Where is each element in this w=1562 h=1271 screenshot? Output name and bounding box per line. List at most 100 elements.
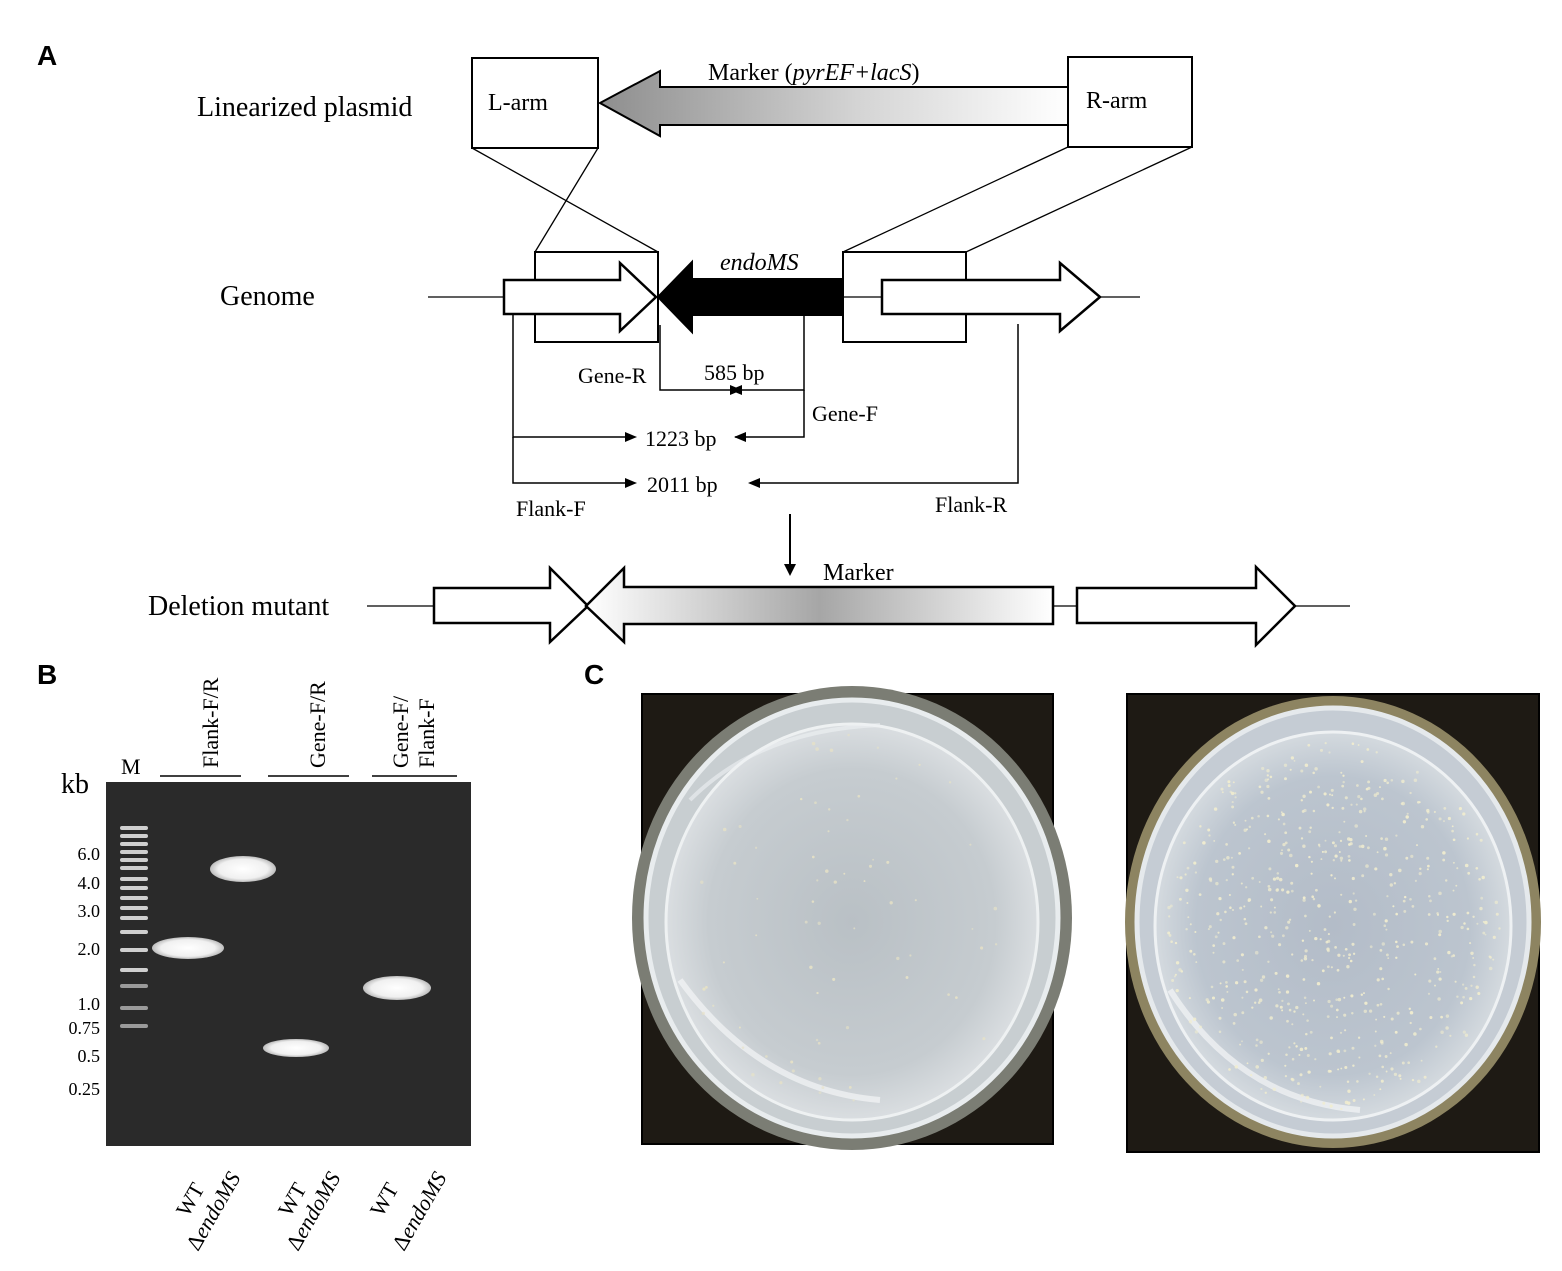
colony bbox=[1374, 867, 1378, 871]
colony bbox=[1275, 876, 1280, 880]
colony bbox=[1298, 826, 1302, 830]
colony bbox=[1300, 1100, 1303, 1103]
plasmid-l-arm-box bbox=[471, 57, 599, 149]
colony bbox=[1267, 797, 1271, 800]
colony bbox=[1462, 983, 1465, 986]
colony bbox=[1405, 856, 1409, 860]
colony bbox=[1344, 1100, 1349, 1105]
colony bbox=[1317, 843, 1321, 847]
colony bbox=[1383, 924, 1387, 928]
colony bbox=[1393, 1072, 1398, 1077]
colony bbox=[1308, 929, 1311, 932]
colony bbox=[1429, 899, 1432, 903]
colony bbox=[1360, 993, 1363, 996]
colony bbox=[1238, 852, 1241, 855]
colony bbox=[1466, 911, 1470, 915]
colony bbox=[1268, 867, 1272, 871]
colony bbox=[1219, 982, 1222, 985]
colony bbox=[1372, 912, 1376, 916]
colony bbox=[1175, 988, 1179, 993]
colony bbox=[1379, 1002, 1383, 1006]
colony bbox=[1353, 907, 1357, 911]
colony bbox=[1330, 966, 1333, 969]
colony bbox=[1185, 927, 1188, 931]
colony bbox=[1276, 872, 1280, 875]
colony bbox=[811, 900, 815, 903]
colony bbox=[1301, 809, 1305, 813]
colony bbox=[1450, 955, 1454, 958]
colony bbox=[1299, 1047, 1304, 1052]
colony bbox=[1286, 1019, 1289, 1023]
colony bbox=[947, 993, 950, 996]
colony bbox=[804, 920, 808, 924]
colony bbox=[1425, 818, 1429, 821]
colony bbox=[1309, 1030, 1313, 1034]
colony bbox=[1395, 834, 1398, 837]
colony bbox=[1320, 858, 1323, 861]
colony bbox=[1287, 848, 1291, 852]
colony bbox=[1293, 1010, 1296, 1013]
colony bbox=[751, 1073, 755, 1077]
colony bbox=[1309, 790, 1312, 794]
colony bbox=[1386, 895, 1389, 898]
colony bbox=[1202, 841, 1206, 845]
ladder-band bbox=[120, 930, 148, 934]
colony bbox=[1418, 872, 1422, 876]
colony bbox=[1290, 1077, 1294, 1081]
colony bbox=[1231, 805, 1235, 809]
colony bbox=[1445, 1026, 1449, 1030]
plate-photo-left bbox=[632, 686, 1072, 1150]
colony bbox=[1309, 826, 1312, 829]
colony bbox=[1427, 992, 1431, 995]
colony bbox=[872, 858, 875, 861]
colony bbox=[1222, 858, 1226, 861]
colony bbox=[1367, 786, 1371, 790]
colony bbox=[733, 861, 737, 865]
colony bbox=[918, 763, 921, 766]
colony bbox=[1239, 1043, 1242, 1046]
colony bbox=[738, 824, 742, 829]
colony bbox=[1373, 1094, 1376, 1096]
colony bbox=[1339, 839, 1343, 843]
colony bbox=[1443, 820, 1445, 823]
colony bbox=[1324, 839, 1327, 842]
colony bbox=[1385, 1070, 1388, 1073]
colony bbox=[1395, 940, 1398, 944]
colony bbox=[1333, 911, 1336, 914]
colony bbox=[1410, 854, 1414, 859]
colony bbox=[1414, 879, 1417, 882]
colony bbox=[1478, 877, 1481, 881]
colony bbox=[1251, 876, 1255, 880]
colony bbox=[1254, 1001, 1257, 1004]
colony bbox=[1328, 915, 1331, 918]
colony bbox=[1241, 1040, 1243, 1043]
colony bbox=[1221, 1007, 1224, 1009]
colony bbox=[1272, 877, 1277, 881]
colony bbox=[1484, 920, 1488, 925]
colony bbox=[1357, 744, 1360, 746]
colony bbox=[1194, 1030, 1199, 1034]
colony bbox=[1438, 891, 1442, 896]
colony bbox=[779, 1081, 783, 1085]
colony bbox=[1458, 807, 1462, 811]
colony bbox=[1447, 950, 1451, 955]
colony bbox=[1466, 927, 1470, 931]
colony bbox=[1248, 847, 1251, 850]
colony bbox=[1404, 1042, 1408, 1047]
colony bbox=[1479, 906, 1483, 911]
colony bbox=[1390, 1017, 1394, 1021]
colony bbox=[1259, 1040, 1263, 1044]
colony bbox=[1329, 1104, 1333, 1108]
colony bbox=[1186, 866, 1190, 870]
colony bbox=[832, 977, 836, 981]
colony bbox=[1398, 1074, 1402, 1078]
colony bbox=[1446, 919, 1449, 923]
colony bbox=[1274, 971, 1278, 975]
colony bbox=[1227, 780, 1231, 784]
colony bbox=[1308, 830, 1312, 834]
colony bbox=[1247, 899, 1251, 902]
plasmid-r-arm-label: R-arm bbox=[1086, 88, 1148, 114]
colony bbox=[1337, 953, 1341, 957]
colony bbox=[993, 906, 998, 911]
colony bbox=[1428, 979, 1432, 983]
